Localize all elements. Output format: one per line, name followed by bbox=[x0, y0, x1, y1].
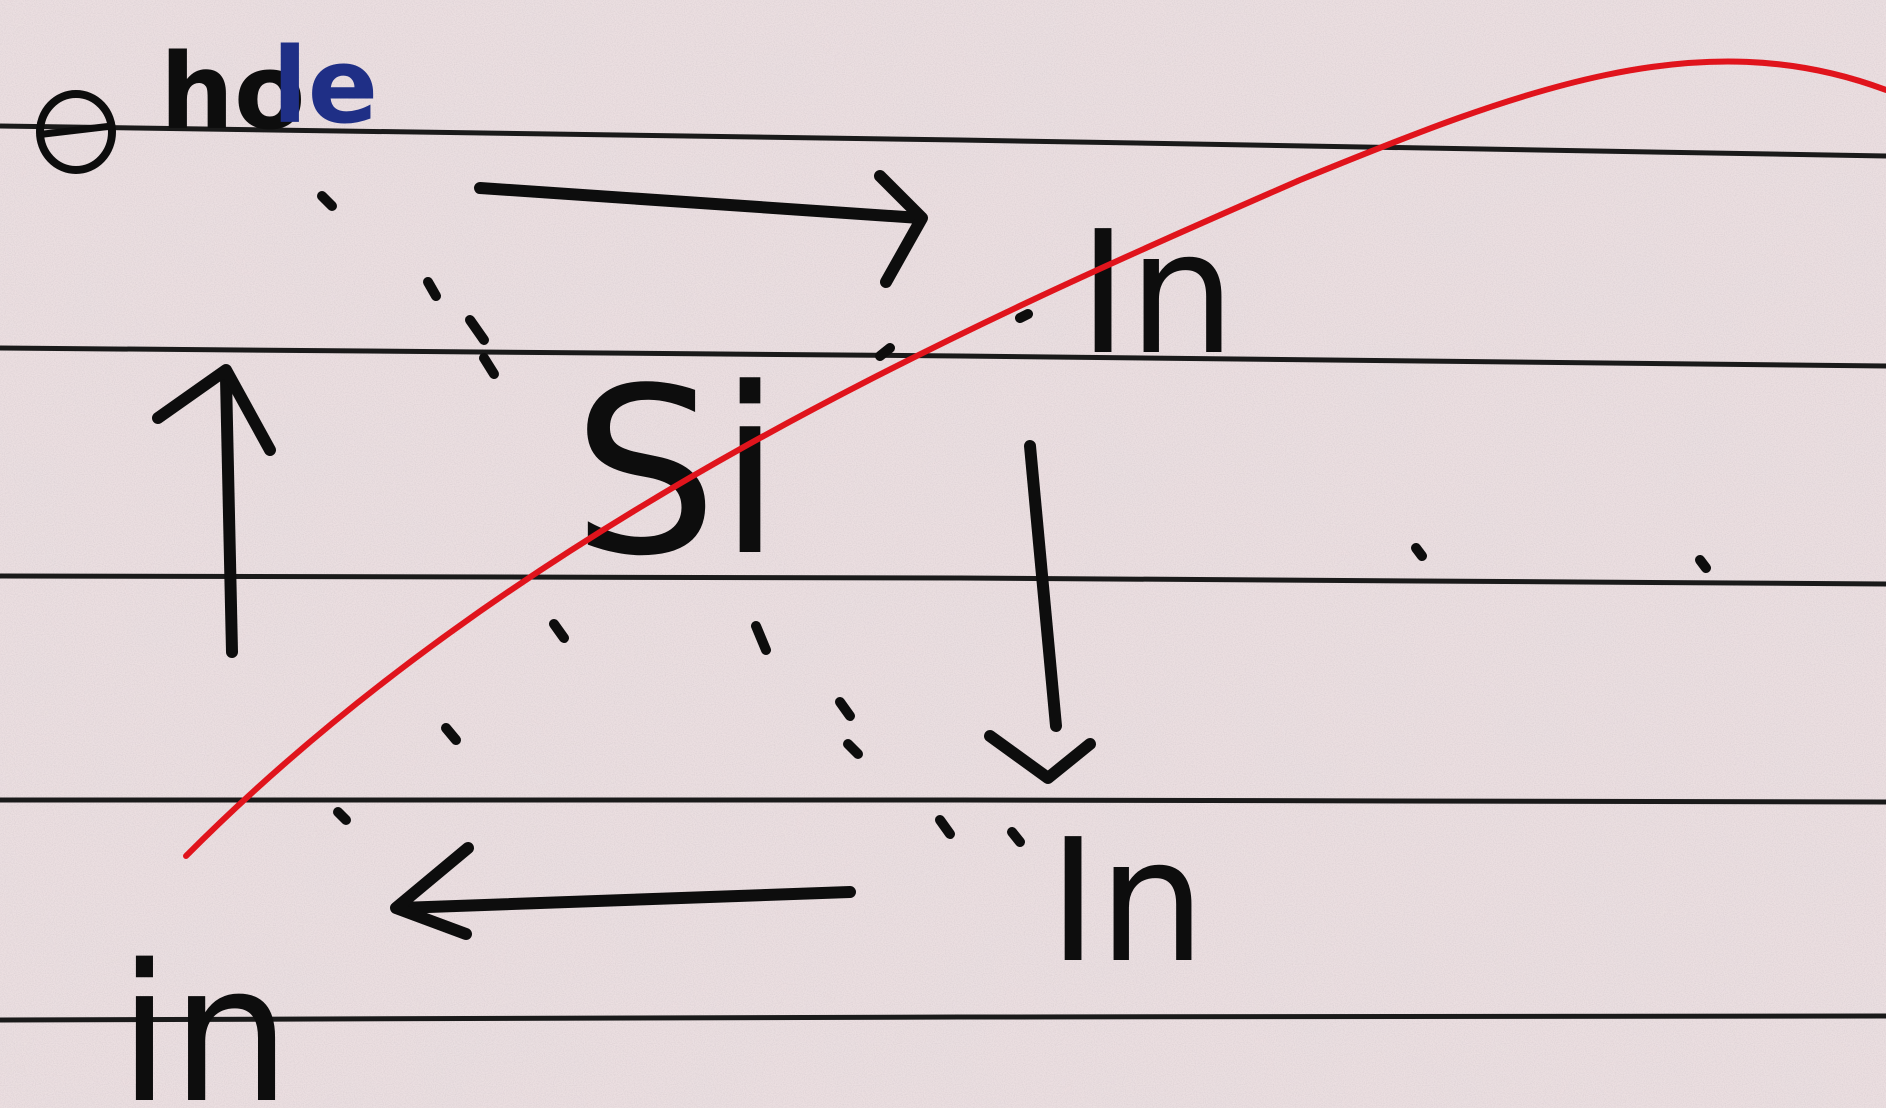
top-right-atom-label: In bbox=[1078, 195, 1236, 393]
dot bbox=[751, 621, 771, 655]
dot bbox=[1015, 309, 1033, 323]
hole-label-suffix: le bbox=[272, 25, 378, 147]
center-atom-label: Si bbox=[572, 340, 782, 607]
ruled-line bbox=[0, 1013, 1886, 1023]
ruled-line bbox=[0, 123, 1886, 159]
bond-dots bbox=[317, 191, 1711, 847]
handwritten-labels: ho le In Si In in bbox=[118, 25, 1236, 1108]
dot bbox=[423, 277, 441, 301]
arrow-up-icon bbox=[152, 364, 276, 658]
dot bbox=[843, 739, 863, 759]
dot bbox=[935, 815, 955, 839]
dot bbox=[441, 723, 461, 745]
dot bbox=[317, 191, 337, 211]
dot bbox=[333, 807, 351, 825]
bottom-right-atom-label: In bbox=[1048, 803, 1206, 1001]
ruled-line bbox=[0, 345, 1886, 369]
arrow-left-icon bbox=[390, 842, 856, 940]
dot bbox=[549, 619, 569, 643]
dot bbox=[835, 697, 855, 721]
dot bbox=[479, 353, 499, 379]
bottom-left-atom-label: in bbox=[118, 924, 291, 1108]
dot bbox=[875, 343, 895, 361]
dot bbox=[465, 315, 489, 345]
hole-label-prefix: ho bbox=[160, 31, 306, 153]
hole-circle-icon bbox=[36, 90, 116, 174]
dot bbox=[1007, 827, 1025, 847]
arrow-right-icon bbox=[474, 170, 928, 288]
dot bbox=[1695, 555, 1711, 573]
red-curve-icon bbox=[183, 58, 1886, 859]
dot bbox=[1411, 543, 1427, 561]
ink-strokes bbox=[36, 90, 1711, 940]
ruled-line bbox=[0, 797, 1886, 805]
ruled-lines bbox=[0, 123, 1886, 1023]
arrow-down-icon bbox=[984, 440, 1096, 784]
ruled-line bbox=[0, 573, 1886, 587]
